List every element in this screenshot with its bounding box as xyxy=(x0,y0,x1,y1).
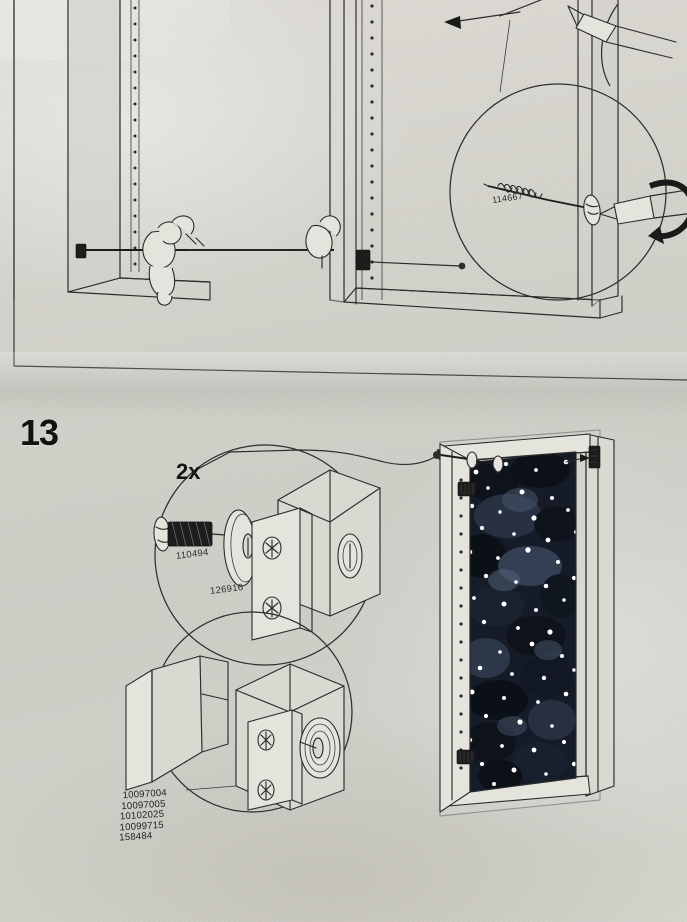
top-panel-illustration xyxy=(13,0,623,319)
detail-circle-cam-screw xyxy=(153,444,452,666)
shelf-hole-rail-left xyxy=(133,6,137,266)
panel-separator xyxy=(13,0,687,381)
detail-circle-screw xyxy=(449,19,687,301)
bracket-screw-top xyxy=(262,536,282,560)
star-dots xyxy=(470,459,576,788)
rotation-arrow xyxy=(648,179,687,244)
leader-line-top xyxy=(499,0,543,17)
wall-hook-bracket xyxy=(125,655,229,791)
top-mount-bracket xyxy=(457,481,477,497)
connector-assembly xyxy=(75,215,466,306)
detail-circle-bracket-mount xyxy=(125,611,353,813)
leader-arrow-line xyxy=(451,11,521,23)
top-connector-pins xyxy=(433,451,504,475)
cabinet-corner-detail-2 xyxy=(235,663,345,811)
screwdriver-tool xyxy=(599,189,687,225)
back-panel-starry xyxy=(470,452,576,792)
cabinet-corner-detail xyxy=(251,469,381,641)
detail-circle-partial-top xyxy=(600,3,619,87)
quantity-label: 2x xyxy=(176,459,201,484)
bracket-screw-bottom-2 xyxy=(257,779,275,801)
screw-114667 xyxy=(483,182,601,226)
right-cabinet-frame xyxy=(343,0,623,319)
leader-arrowhead xyxy=(444,16,461,29)
tool-tip-top-right xyxy=(567,5,677,59)
step-number: 13 xyxy=(20,412,59,453)
hand-illustration-2 xyxy=(305,215,341,269)
cam-lock-disc xyxy=(299,717,341,779)
shelf-hole-rail-center xyxy=(370,4,374,280)
screw-thread xyxy=(497,182,543,199)
bottom-mount-bracket xyxy=(456,749,476,765)
mounting-bracket-plate xyxy=(251,507,313,641)
part-number-list: 10097004 10097005 10102025 10099715 1584… xyxy=(116,788,169,845)
side-panel-fitting-detail xyxy=(565,445,601,469)
left-cabinet-frame xyxy=(13,0,211,301)
mounting-bracket-plate-2 xyxy=(247,709,303,811)
partlist-leader-line xyxy=(185,785,237,791)
cam-fitting-hole xyxy=(337,533,363,579)
bracket-screw-top-2 xyxy=(257,729,275,751)
cabinet-assembly xyxy=(433,429,615,817)
screw-110494 xyxy=(153,516,253,552)
hand-illustration xyxy=(142,215,205,306)
